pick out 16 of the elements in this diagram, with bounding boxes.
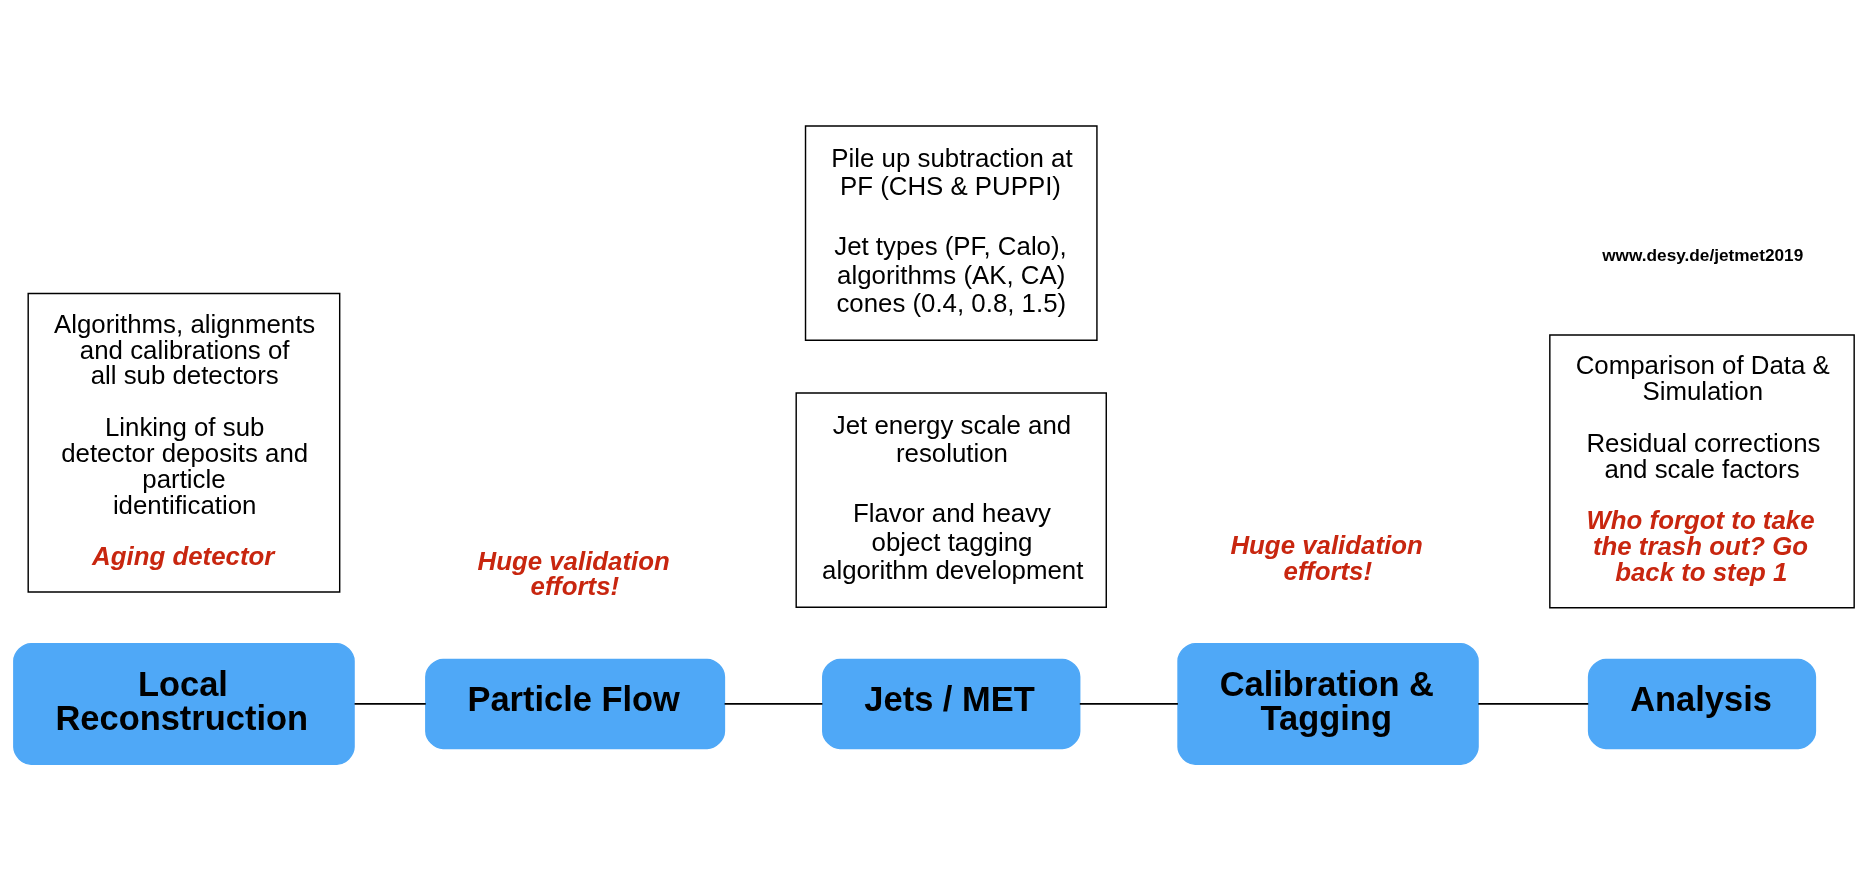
node-box: Jets / MET <box>822 658 1081 750</box>
node-box: Algorithms, alignments and calibrations of all sub detectors Linking of sub detector deposits and particle identification Aging detector <box>27 292 341 593</box>
node-box: Calibration & Tagging <box>1177 642 1479 765</box>
connector <box>1078 703 1179 705</box>
node-box: Analysis <box>1587 658 1817 750</box>
label: Huge validation efforts! <box>477 546 670 601</box>
connector <box>353 703 427 705</box>
node-box: Jet energy scale and resolution Flavor and heavy object tagging algorithm development <box>795 392 1107 608</box>
connector <box>723 703 824 705</box>
node-box: Pile up subtraction at PF (CHS & PUPPI) Jet types (PF, Calo), algorithms (AK, CA) cones (0.4, 0.8, 1.5) <box>804 125 1098 341</box>
node-box: Particle Flow <box>425 658 726 750</box>
label: Huge validation efforts! <box>1230 530 1423 585</box>
label: www.desy.de/jetmet2019 <box>1602 244 1804 265</box>
connector <box>1477 703 1590 705</box>
node-box: Local Reconstruction <box>13 642 355 765</box>
node-box: Comparison of Data & Simulation Residual corrections and scale factors Who forgot to take the trash out? Go back to step 1 <box>1549 334 1855 609</box>
